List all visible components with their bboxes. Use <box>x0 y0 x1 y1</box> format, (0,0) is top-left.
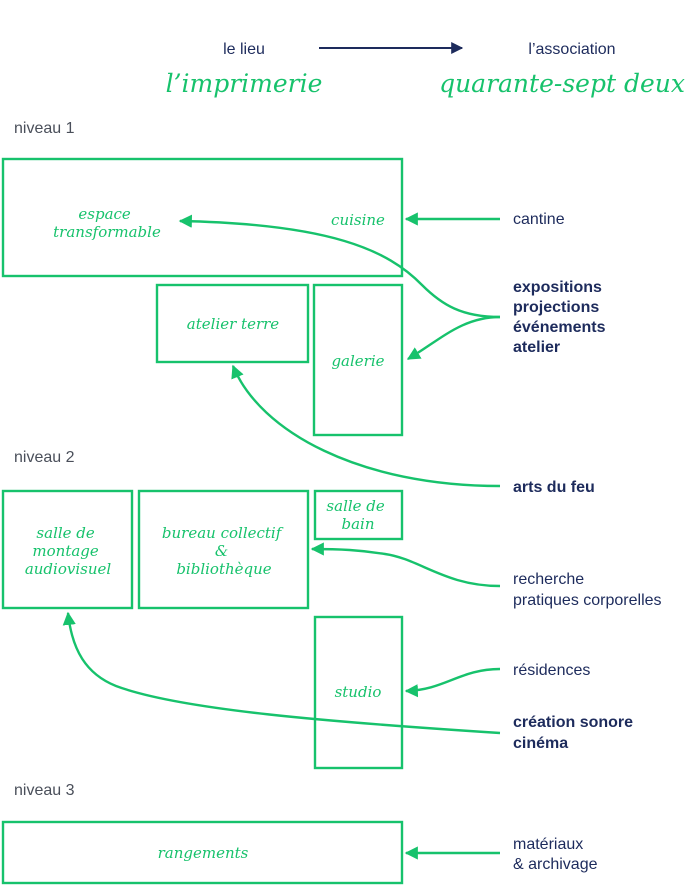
header-right-title: quarante-sept deux <box>439 69 685 98</box>
activity-cantine: cantine <box>513 211 565 228</box>
arrow-expositions-to-galerie <box>406 315 501 361</box>
activity-residences: résidences <box>513 662 590 679</box>
activity-recherche: recherche pratiques corporelles <box>513 571 662 609</box>
room-label-bureau: bureau collectif & bibliothèque <box>162 524 286 578</box>
room-salle-montage <box>1 489 134 610</box>
room-label-atelier-terre: atelier terre <box>187 315 280 333</box>
arrow-creation-to-salle-montage <box>62 611 501 735</box>
room-label-salle-bain: salle de bain <box>326 497 389 533</box>
activity-creation-sonore: création sonore cinéma <box>513 714 637 752</box>
arrow-arts-feu-to-atelier <box>231 364 501 488</box>
activity-materiaux: matériaux & archivage <box>513 836 598 873</box>
activity-arts-du-feu: arts du feu <box>513 479 595 496</box>
room-label-rangements: rangements <box>158 844 249 862</box>
arrow-recherche-to-bureau <box>310 542 501 588</box>
room-rangements <box>1 820 404 885</box>
header-right-label: l’association <box>528 41 615 58</box>
room-studio <box>313 615 404 770</box>
level-label-3: niveau 3 <box>14 782 75 799</box>
header-left-label: le lieu <box>223 41 265 58</box>
header-left-title: l’imprimerie <box>166 69 323 98</box>
room-salle-de-bain <box>313 489 404 541</box>
arrow-expositions-to-espace <box>178 214 501 319</box>
room-atelier-terre <box>155 283 310 364</box>
room-bureau-collectif <box>137 489 310 610</box>
room-label-cuisine: cuisine <box>331 211 385 229</box>
room-galerie <box>312 283 404 437</box>
level-label-1: niveau 1 <box>14 120 75 137</box>
activity-expositions: expositions projections événements ateli… <box>513 279 610 356</box>
arrow-residences-to-studio <box>404 667 501 698</box>
room-label-salle-montage: salle de montage audiovisuel <box>25 524 112 578</box>
room-label-studio: studio <box>335 683 382 701</box>
level-label-2: niveau 2 <box>14 449 75 466</box>
room-label-espace: espace transformable <box>53 205 161 241</box>
room-label-galerie: galerie <box>331 352 384 370</box>
room-espace-transformable <box>1 157 404 278</box>
